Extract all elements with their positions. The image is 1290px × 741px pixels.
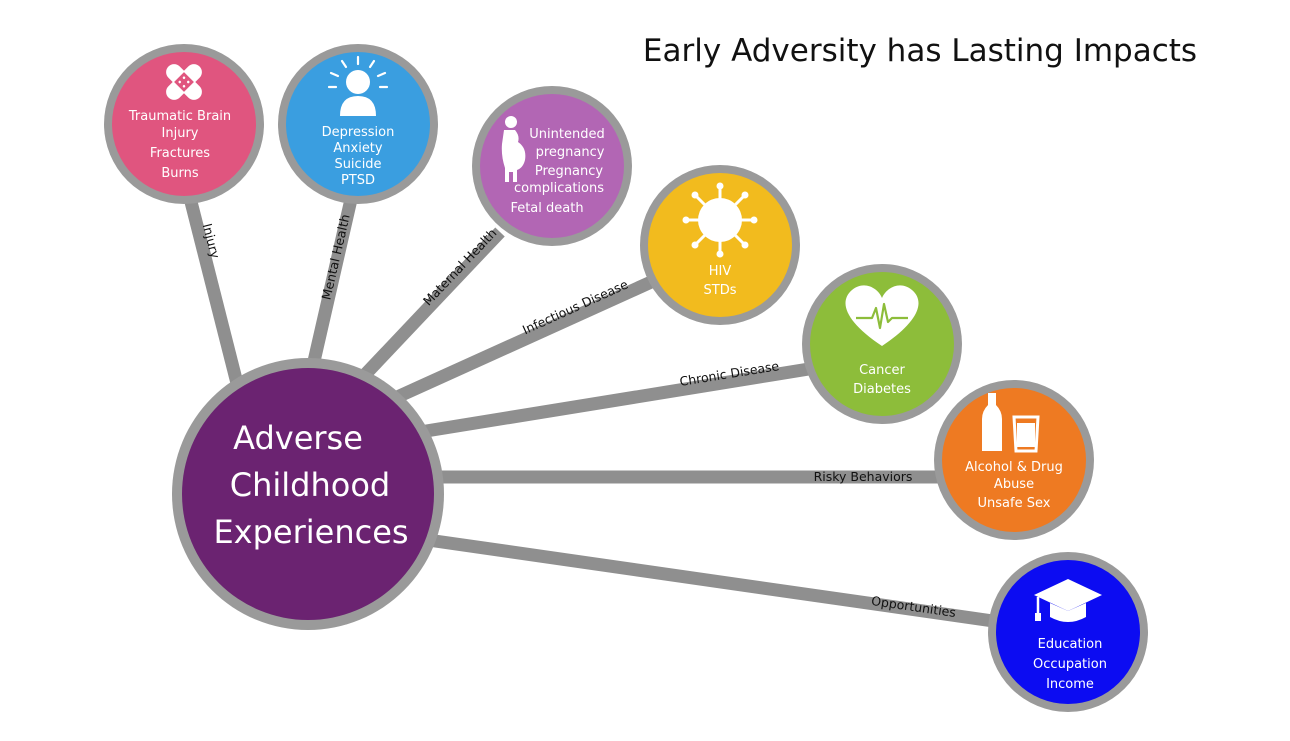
- node-line: HIV: [709, 264, 732, 279]
- spoke-injury: [181, 188, 247, 397]
- node-line: pregnancy: [536, 145, 605, 160]
- spokes: [181, 188, 1001, 629]
- heart-icon: [845, 285, 919, 346]
- node-circle: [480, 94, 624, 238]
- node-circle: [996, 560, 1140, 704]
- bottle-glass-icon: [982, 393, 1040, 453]
- spoke-label-maternal-health: Maternal Health: [420, 225, 500, 308]
- node-line: Anxiety: [333, 141, 383, 156]
- outcome-nodes: Traumatic Brain Injury Fractures Burns: [104, 44, 1148, 712]
- node-line: Abuse: [994, 477, 1034, 492]
- hub-label-line-2: Childhood: [230, 466, 390, 504]
- spoke-opportunities: [427, 533, 1001, 629]
- node-line: Suicide: [334, 157, 381, 172]
- node-chronic-disease: Cancer Diabetes: [802, 264, 962, 424]
- node-line: Unsafe Sex: [978, 496, 1051, 511]
- bandage-icon: [166, 64, 202, 100]
- diagram-title: Early Adversity has Lasting Impacts: [643, 33, 1197, 69]
- node-line: Alcohol & Drug: [965, 460, 1063, 475]
- node-line: Fetal death: [510, 201, 583, 216]
- node-line: Traumatic Brain: [128, 109, 231, 124]
- spoke-label-infectious-disease: Infectious Disease: [520, 276, 630, 337]
- virus-icon: [682, 182, 758, 258]
- node-risky-behaviors: Alcohol & Drug Abuse Unsafe Sex: [934, 380, 1094, 540]
- spoke-label-risky-behaviors: Risky Behaviors: [814, 469, 913, 484]
- node-circle: [112, 52, 256, 196]
- node-line: Pregnancy: [535, 164, 604, 179]
- spoke-mental-health: [305, 193, 359, 372]
- hub-circle: [182, 368, 434, 620]
- node-line: Cancer: [859, 363, 905, 378]
- node-line: Depression: [322, 125, 395, 140]
- node-line: Fractures: [150, 146, 210, 161]
- node-line: Injury: [162, 126, 199, 141]
- node-line: Unintended: [529, 127, 604, 142]
- node-infectious-disease: HIV STDs: [640, 165, 800, 325]
- node-maternal-health: Unintended pregnancy Pregnancy complicat…: [472, 86, 632, 246]
- person-head-icon: [327, 55, 389, 116]
- hub-label-line-1: Adverse: [233, 419, 363, 457]
- node-line: Occupation: [1033, 657, 1107, 672]
- node-line: Education: [1038, 637, 1103, 652]
- hub-label-line-3: Experiences: [213, 513, 408, 551]
- spoke-chronic-disease: [418, 361, 817, 439]
- spoke-infectious-disease: [392, 272, 663, 404]
- graduation-cap-icon: [1034, 579, 1102, 622]
- hub: Adverse Childhood Experiences: [172, 358, 444, 630]
- node-injury: Traumatic Brain Injury Fractures Burns: [104, 44, 264, 204]
- node-circle: [942, 388, 1086, 532]
- node-line: Income: [1046, 677, 1094, 692]
- node-line: complications: [514, 181, 604, 196]
- node-circle: [286, 52, 430, 196]
- node-line: Diabetes: [853, 382, 911, 397]
- spoke-maternal-health: [355, 227, 505, 385]
- spoke-label-mental-health: Mental Health: [318, 213, 352, 302]
- node-opportunities: Education Occupation Income: [988, 552, 1148, 712]
- pregnant-woman-icon: [501, 116, 526, 182]
- node-mental-health: Depression Anxiety Suicide PTSD: [278, 44, 438, 204]
- node-line: PTSD: [341, 173, 375, 188]
- node-line: STDs: [704, 283, 737, 298]
- node-line: Burns: [161, 166, 199, 181]
